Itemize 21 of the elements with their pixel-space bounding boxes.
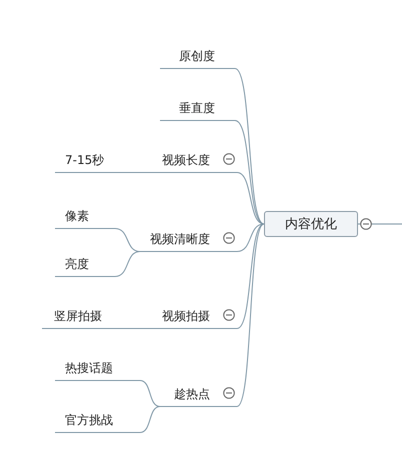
branch-label: 官方挑战 <box>55 408 140 433</box>
connector-line <box>236 172 264 224</box>
connector-line <box>234 120 264 224</box>
branch-label: 原创度 <box>160 44 235 69</box>
connector-line <box>140 406 160 433</box>
connector-line <box>114 228 140 252</box>
connector-line <box>236 224 264 329</box>
connector-line <box>114 172 140 173</box>
branch-label: 像素 <box>55 204 115 229</box>
branch-label: 竖屏拍摄 <box>42 304 117 329</box>
topic-box: 内容优化 <box>264 211 358 237</box>
connector-line <box>236 224 264 407</box>
connector-line <box>114 251 140 277</box>
branch-label: 7-15秒 <box>55 148 115 173</box>
branch-label: 垂直度 <box>160 96 235 121</box>
branch-label: 亮度 <box>55 252 115 277</box>
connector-line <box>236 224 264 252</box>
connector-line <box>234 68 264 224</box>
connector-line <box>140 380 160 407</box>
branch-label: 热搜话题 <box>55 356 140 381</box>
connector-line <box>116 328 140 329</box>
